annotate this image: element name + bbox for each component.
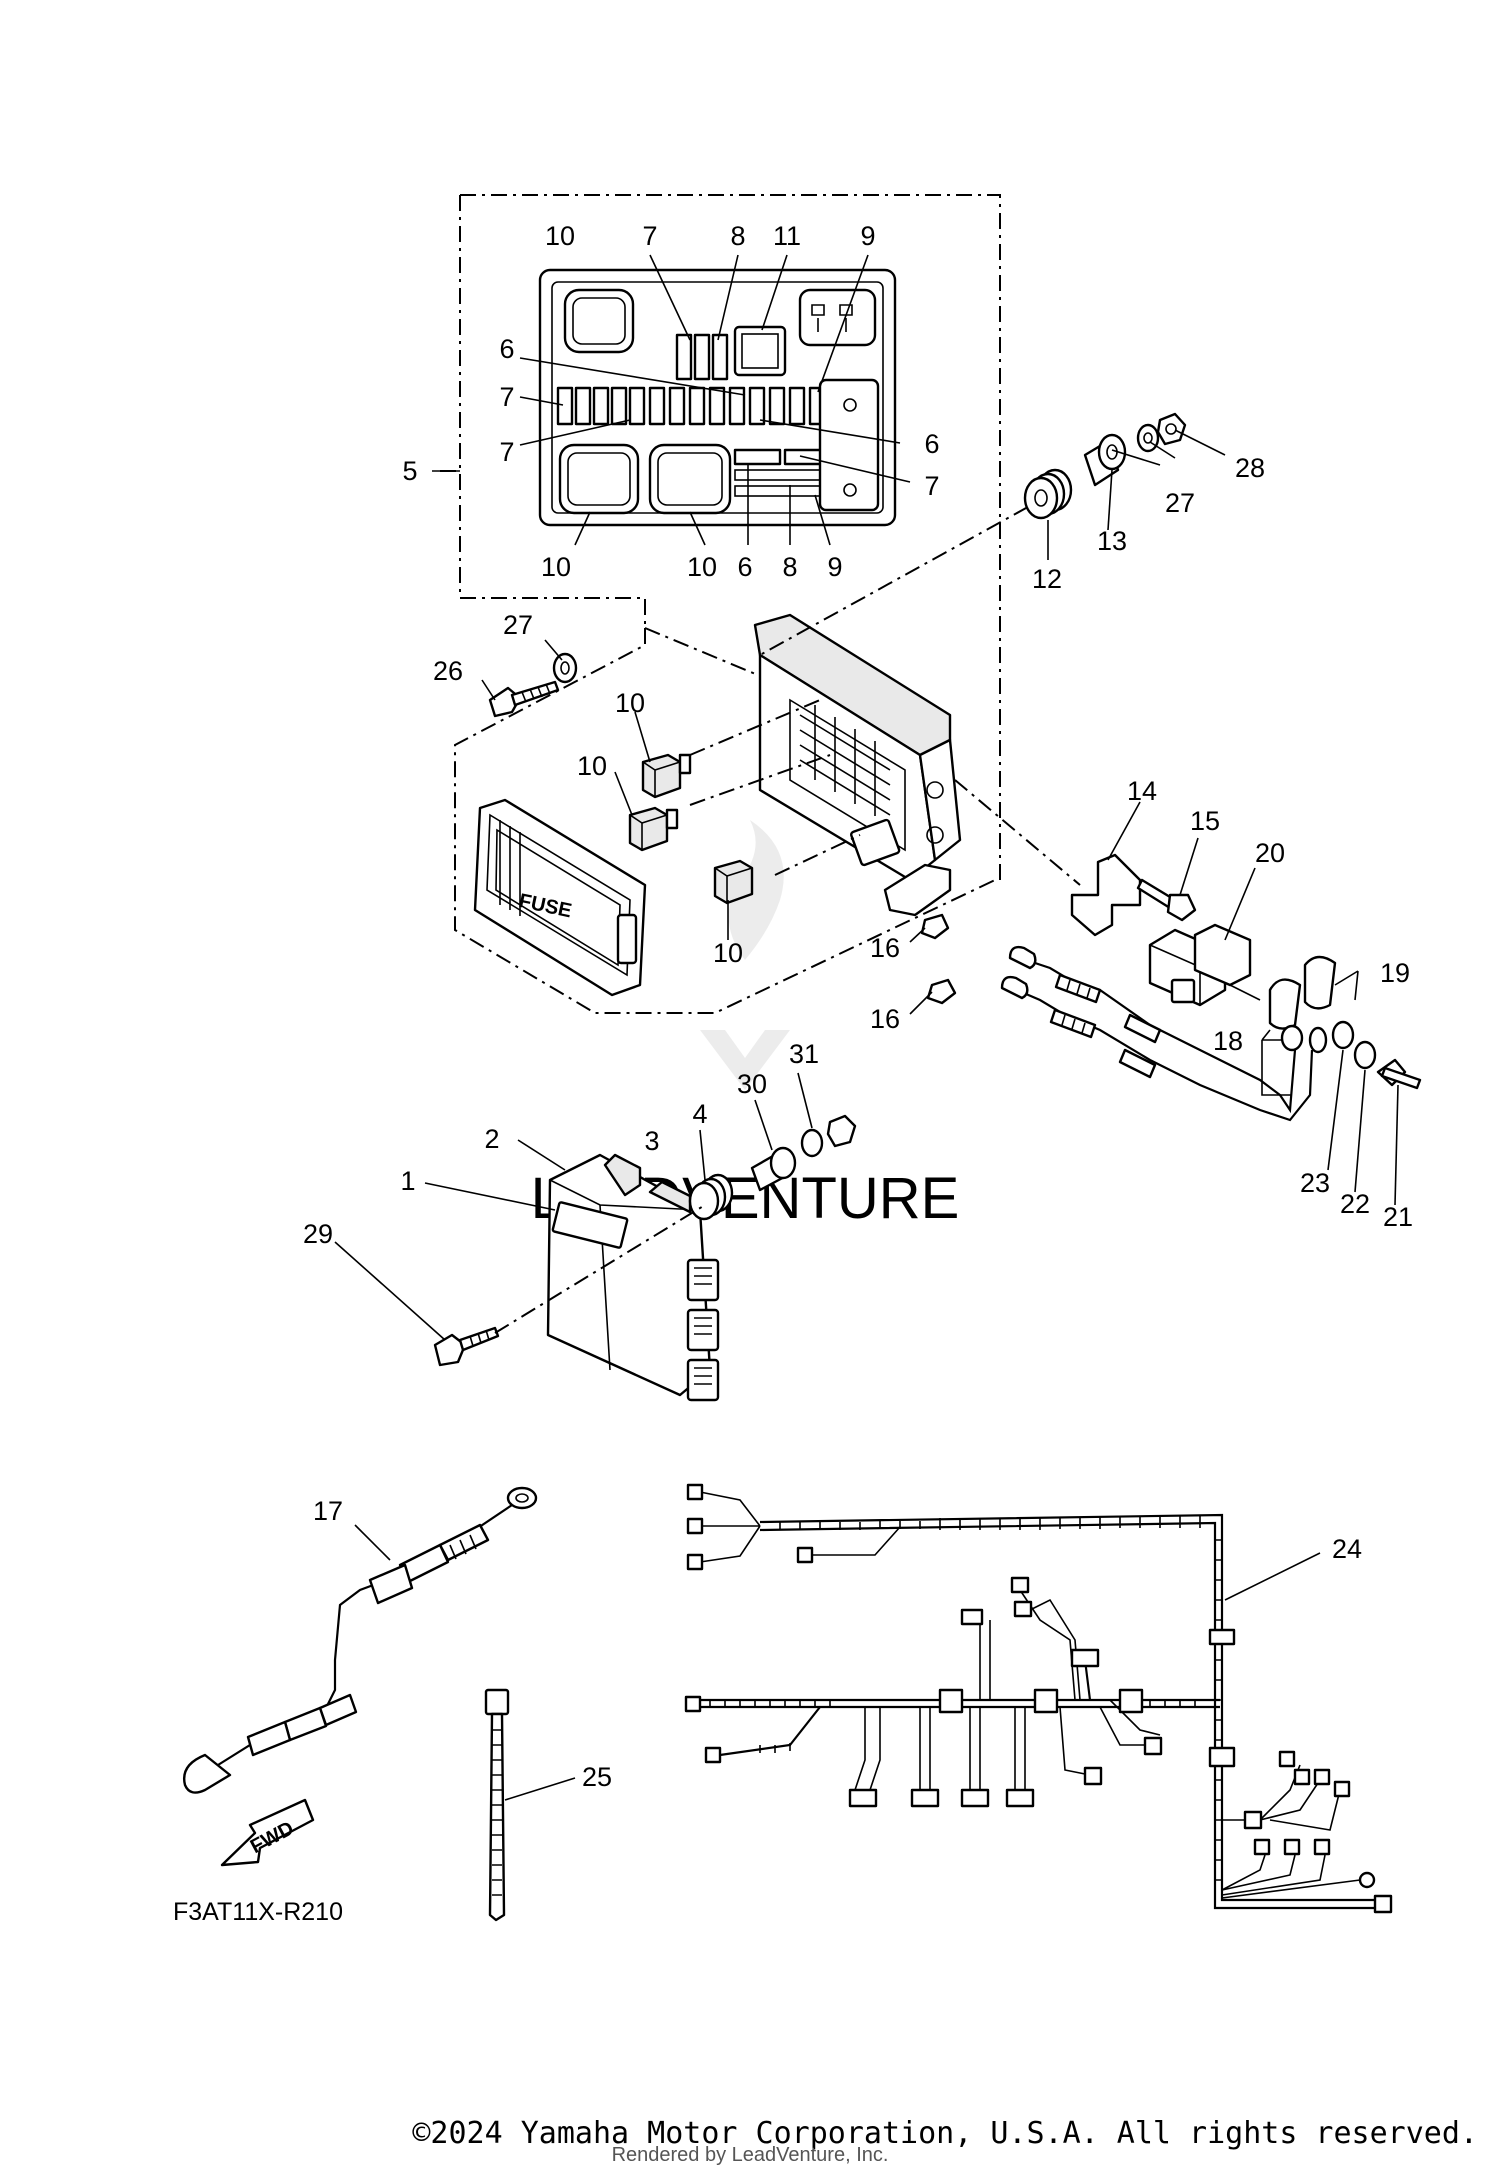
washer-23 — [1331, 1020, 1355, 1050]
callout-6: 6 — [737, 552, 752, 582]
callout-22: 22 — [1340, 1189, 1370, 1219]
fuse-row-middle — [556, 386, 826, 426]
callout-24: 24 — [1332, 1534, 1362, 1564]
bolt-29 — [433, 1326, 500, 1367]
relay — [713, 859, 754, 905]
callout-14: 14 — [1127, 776, 1157, 806]
callout-16: 16 — [870, 933, 900, 963]
washer-27 — [552, 652, 578, 684]
callout-27: 27 — [1165, 488, 1195, 518]
fuse-box-detail — [440, 194, 1001, 880]
fuse-row-upper — [675, 333, 729, 381]
relay-socket — [563, 288, 635, 354]
ecm-connector — [686, 1358, 720, 1402]
callout-31: 31 — [789, 1039, 819, 1069]
ecm-connector — [686, 1308, 720, 1352]
callout-8: 8 — [730, 221, 745, 251]
callout-18: 18 — [1213, 1026, 1243, 1056]
callout-2: 2 — [484, 1124, 499, 1154]
bolt-21 — [1376, 1058, 1422, 1090]
terminal-bracket — [818, 378, 880, 512]
fuse-box-boundary — [459, 194, 1001, 880]
battery-cable-18 — [1000, 945, 1328, 1122]
wire-harness-24 — [684, 1483, 1393, 1914]
relay-socket — [558, 443, 640, 515]
cable-17 — [183, 1486, 538, 1794]
callout-10: 10 — [541, 552, 571, 582]
callout-11: 11 — [773, 221, 801, 251]
callout-30: 30 — [737, 1069, 767, 1099]
callout-25: 25 — [582, 1762, 612, 1792]
nut-16 — [920, 913, 950, 940]
fuse-cover: FUSE — [473, 798, 647, 997]
cable-tie-25 — [484, 1688, 510, 1922]
relay-11 — [733, 325, 787, 377]
assembly-boundary — [454, 628, 996, 1014]
collar-13 — [1083, 433, 1127, 487]
nut-28 — [1156, 412, 1187, 446]
washer-27-upper — [1136, 423, 1160, 453]
bolt-26 — [488, 680, 560, 718]
ecm-label — [551, 1201, 629, 1249]
collar-4 — [750, 1146, 797, 1192]
callout-29: 29 — [303, 1219, 333, 1249]
callout-27: 27 — [503, 610, 533, 640]
callout-labels: 10 7 8 11 9 6 7 7 6 7 5 10 10 6 8 9 12 1… — [303, 221, 1413, 1792]
callout-9: 9 — [860, 221, 875, 251]
callout-3: 3 — [644, 1126, 659, 1156]
copyright-notice: ©2024 Yamaha Motor Corporation, U.S.A. A… — [412, 2116, 1478, 2151]
grommet-3 — [688, 1173, 734, 1221]
relay — [641, 753, 692, 799]
relay — [628, 806, 679, 852]
callout-21: 21 — [1383, 1202, 1413, 1232]
callout-15: 15 — [1190, 806, 1220, 836]
callout-20: 20 — [1255, 838, 1285, 868]
callout-1: 1 — [400, 1166, 415, 1196]
bracket-14 — [1070, 853, 1142, 937]
callout-10: 10 — [687, 552, 717, 582]
callout-26: 26 — [433, 656, 463, 686]
callout-7: 7 — [499, 437, 514, 467]
callout-10: 10 — [615, 688, 645, 718]
callout-8: 8 — [782, 552, 797, 582]
callout-7: 7 — [642, 221, 657, 251]
drawing-code: F3AT11X-R210 — [173, 1898, 343, 1926]
callout-12: 12 — [1032, 564, 1062, 594]
callout-10: 10 — [577, 751, 607, 781]
callout-16: 16 — [870, 1004, 900, 1034]
ecm-connector — [686, 1258, 720, 1302]
leader-lines — [334, 429, 1399, 1801]
washer-30 — [800, 1128, 824, 1158]
callout-17: 17 — [313, 1496, 343, 1526]
rendered-by-notice: Rendered by LeadVenture, Inc. — [611, 2144, 889, 2166]
relay-assembly-20 — [1148, 923, 1261, 1007]
bolt-15 — [1136, 878, 1197, 922]
callout-10: 10 — [713, 938, 743, 968]
callout-7: 7 — [499, 382, 514, 412]
callout-4: 4 — [692, 1099, 707, 1129]
ecm-unit — [546, 1153, 720, 1402]
callout-7: 7 — [924, 471, 939, 501]
washer-22 — [1353, 1040, 1377, 1070]
terminal-boot-19 — [1268, 955, 1337, 1030]
callout-6: 6 — [924, 429, 939, 459]
callout-6: 6 — [499, 334, 514, 364]
callout-5: 5 — [402, 456, 417, 486]
fuse-box-assembly — [689, 491, 1081, 917]
callout-23: 23 — [1300, 1168, 1330, 1198]
fwd-arrow-icon: FWD — [220, 1798, 315, 1867]
callout-19: 19 — [1380, 958, 1410, 988]
fuse-box-leaders — [440, 254, 911, 546]
callout-13: 13 — [1097, 526, 1127, 556]
nut-31 — [826, 1114, 857, 1148]
callout-10: 10 — [545, 221, 575, 251]
fuse-small — [733, 448, 782, 466]
grommet-12 — [1023, 468, 1073, 520]
callout-9: 9 — [827, 552, 842, 582]
callout-28: 28 — [1235, 453, 1265, 483]
nut-16 — [926, 978, 957, 1005]
